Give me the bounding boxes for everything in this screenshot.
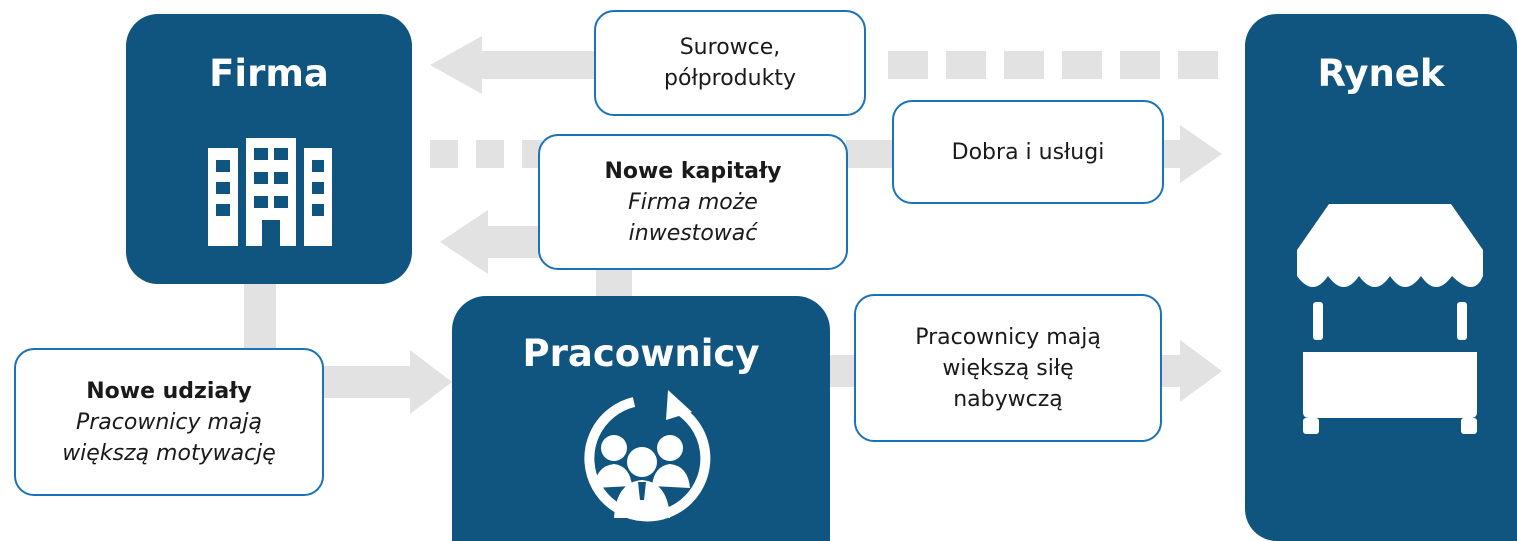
employees-cycle-icon <box>584 390 711 522</box>
label-kapitaly-line1: Firma może <box>628 189 758 215</box>
label-dobra-text: Dobra i usługi <box>951 139 1105 165</box>
label-surowce-line1: Surowce, <box>679 35 781 60</box>
label-kapitaly-title: Nowe kapitały <box>604 158 782 184</box>
label-kapitaly-line2: inwestować <box>628 220 758 246</box>
label-sila-line3: nabywczą <box>953 386 1063 412</box>
label-sila: Pracownicy mają większą siłę nabywczą <box>854 294 1162 442</box>
flow-dobra-arrow <box>430 125 1222 183</box>
label-sila-line1: Pracownicy mają <box>915 324 1101 350</box>
market-stall-icon <box>1297 204 1483 434</box>
rynek-node: Rynek <box>1245 14 1517 541</box>
label-udzialy-line2: większą motywację <box>62 440 276 466</box>
firma-title: Firma <box>209 52 329 95</box>
pracownicy-title: Pracownicy <box>522 332 760 375</box>
label-kapitaly: Nowe kapitały Firma może inwestować <box>538 134 848 270</box>
label-udzialy-line1: Pracownicy mają <box>75 409 262 435</box>
label-udzialy-title: Nowe udziały <box>86 378 252 404</box>
flow-surowce-arrow <box>430 36 1218 94</box>
building-icon <box>208 138 332 246</box>
pracownicy-node: Pracownicy <box>452 296 830 541</box>
label-udzialy: Nowe udziały Pracownicy mają większą mot… <box>14 348 324 496</box>
flow-sila-arrow <box>830 340 1222 402</box>
firma-node: Firma <box>126 14 412 284</box>
rynek-title: Rynek <box>1317 52 1445 95</box>
label-dobra: Dobra i usługi <box>892 100 1164 204</box>
label-surowce-line2: półprodukty <box>664 66 796 91</box>
label-sila-line2: większą siłę <box>942 355 1074 381</box>
flow-kapitaly-arrow <box>440 210 632 298</box>
label-surowce: Surowce, półprodukty <box>594 10 866 116</box>
